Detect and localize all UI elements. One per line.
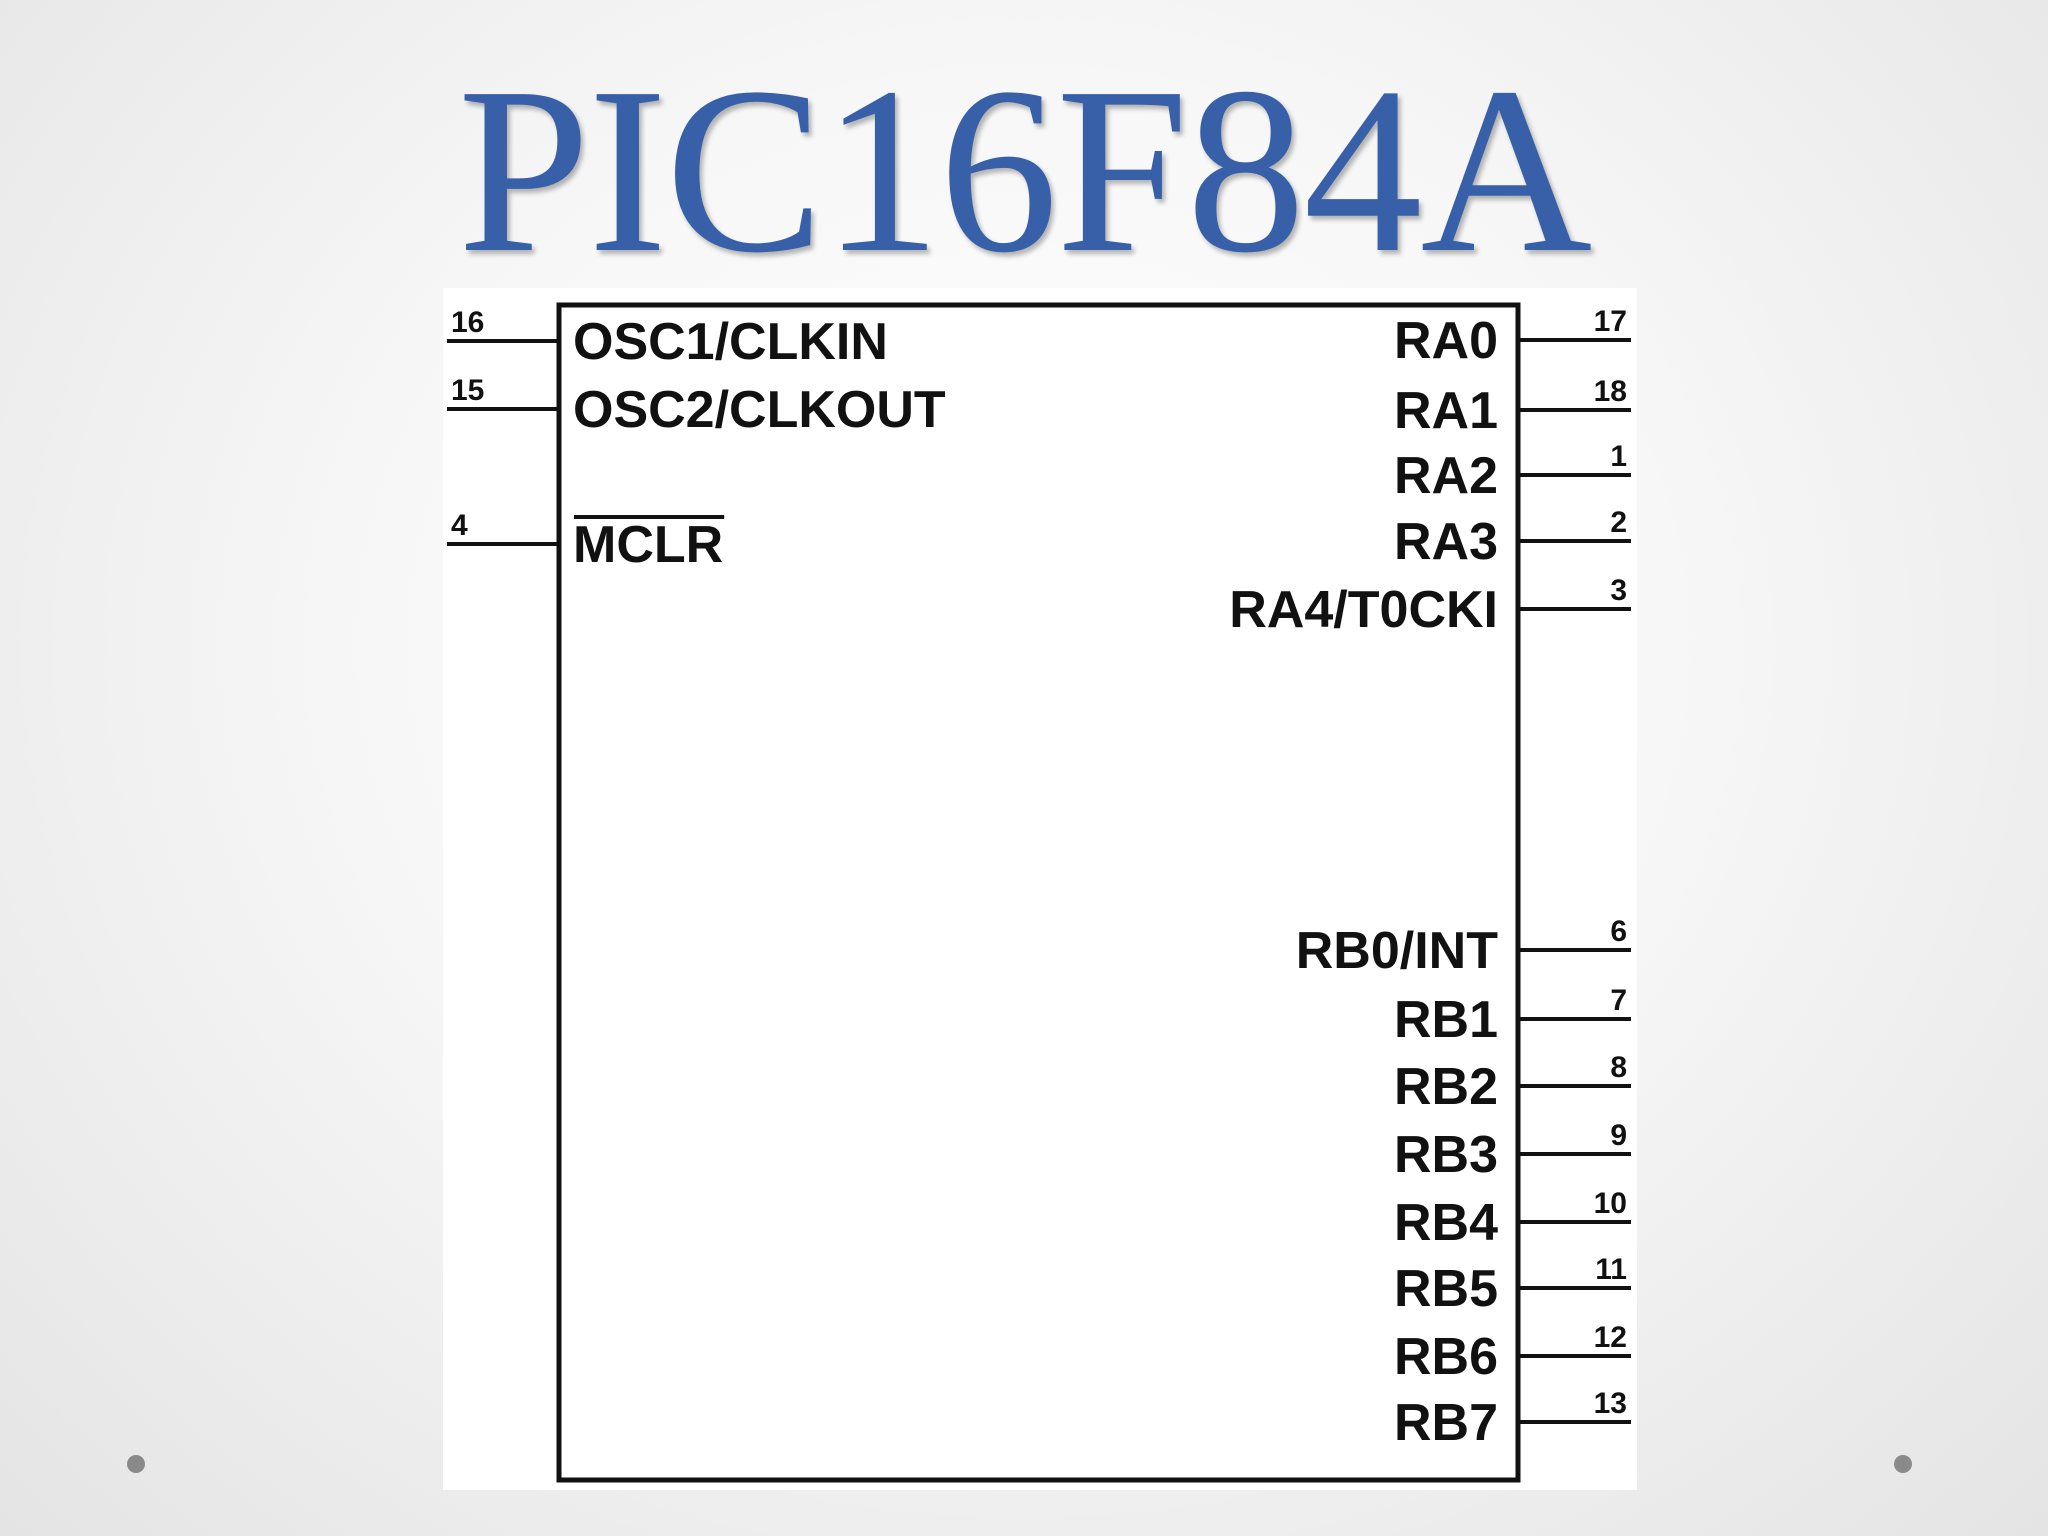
pin-label-ra0: RA0 xyxy=(1394,312,1498,370)
pin-ra4-t0cki: 3 RA4/T0CKI xyxy=(1229,574,1631,639)
pin-rb4: 10 RB4 xyxy=(1394,1187,1631,1252)
pin-label-rb2: RB2 xyxy=(1394,1058,1498,1116)
pin-ra3: 2 RA3 xyxy=(1394,506,1631,571)
pin-label-ra3: RA3 xyxy=(1394,513,1498,571)
pin-rb7: 13 RB7 xyxy=(1394,1387,1631,1452)
pin-number-rb6: 12 xyxy=(1594,1321,1627,1354)
pin-number-rb7: 13 xyxy=(1594,1387,1627,1420)
pin-number-rb3: 9 xyxy=(1610,1119,1627,1152)
pin-ra2: 1 RA2 xyxy=(1394,440,1631,505)
pin-label-osc1-clkin: OSC1/CLKIN xyxy=(573,313,888,371)
pin-number-ra4-t0cki: 3 xyxy=(1610,574,1627,607)
pin-number-ra3: 2 xyxy=(1610,506,1627,539)
pin-label-ra4-t0cki: RA4/T0CKI xyxy=(1229,581,1498,639)
pin-rb3: 9 RB3 xyxy=(1394,1119,1631,1184)
pin-number-ra0: 17 xyxy=(1594,305,1627,338)
pin-rb5: 11 RB5 xyxy=(1394,1253,1631,1318)
pin-osc1-clkin: 16 OSC1/CLKIN xyxy=(447,306,888,371)
pin-number-rb2: 8 xyxy=(1610,1051,1627,1084)
pin-number-rb0-int: 6 xyxy=(1610,915,1627,948)
pin-number-rb1: 7 xyxy=(1610,984,1627,1017)
pin-number-ra1: 18 xyxy=(1594,375,1627,408)
pin-ra1: 18 RA1 xyxy=(1394,375,1631,440)
pin-ra0: 17 RA0 xyxy=(1394,305,1631,370)
pin-number-rb4: 10 xyxy=(1594,1187,1627,1220)
pin-number-osc2-clkout: 15 xyxy=(451,374,484,407)
left-pin-group: 16 OSC1/CLKIN 15 OSC2/CLKOUT 4 MCLR xyxy=(447,306,946,574)
pin-rb1: 7 RB1 xyxy=(1394,984,1631,1049)
slide-title: PIC16F84A xyxy=(457,39,1593,302)
nav-dot-right[interactable] xyxy=(1894,1455,1912,1473)
pin-number-osc1-clkin: 16 xyxy=(451,306,484,339)
pin-number-ra2: 1 xyxy=(1610,440,1627,473)
pin-number-mclr: 4 xyxy=(451,509,468,542)
pin-rb6: 12 RB6 xyxy=(1394,1321,1631,1386)
pin-number-rb5: 11 xyxy=(1595,1253,1627,1286)
pin-osc2-clkout: 15 OSC2/CLKOUT xyxy=(447,374,946,439)
pin-label-rb0-int: RB0/INT xyxy=(1296,922,1498,980)
nav-dot-left[interactable] xyxy=(127,1455,145,1473)
chip-body xyxy=(556,302,1521,1483)
pin-label-rb1: RB1 xyxy=(1394,991,1498,1049)
pin-label-osc2-clkout: OSC2/CLKOUT xyxy=(573,381,946,439)
pin-rb2: 8 RB2 xyxy=(1394,1051,1631,1116)
pin-label-rb5: RB5 xyxy=(1394,1260,1498,1318)
pin-label-rb7: RB7 xyxy=(1394,1394,1498,1452)
pin-label-mclr: MCLR xyxy=(573,516,723,574)
pin-label-rb6: RB6 xyxy=(1394,1328,1498,1386)
pin-label-rb3: RB3 xyxy=(1394,1126,1498,1184)
pin-label-rb4: RB4 xyxy=(1394,1194,1498,1252)
pin-mclr: 4 MCLR xyxy=(447,509,725,574)
pin-label-ra1: RA1 xyxy=(1394,382,1498,440)
pin-label-ra2: RA2 xyxy=(1394,447,1498,505)
pin-rb0-int: 6 RB0/INT xyxy=(1296,915,1631,980)
right-pin-group: 17 RA0 18 RA1 1 RA2 2 RA3 3 RA4/T0CKI 6 RB0/INT 7 RB1… xyxy=(1229,305,1631,1452)
